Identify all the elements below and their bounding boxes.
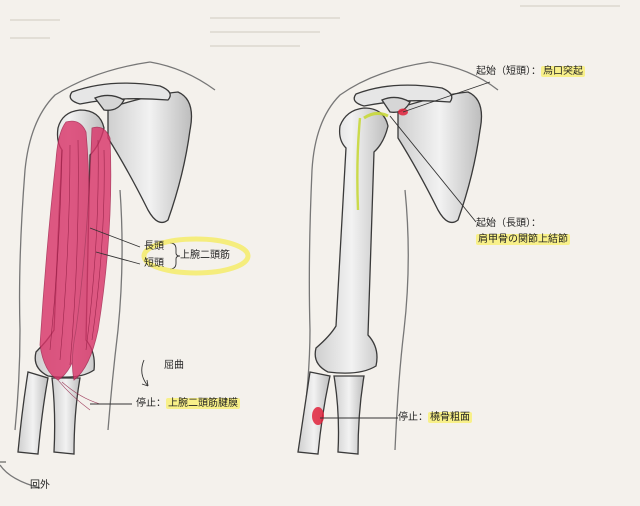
origin-long-head-value-wrap: 肩甲骨の関節上結節 — [476, 234, 570, 246]
left-insertion-label: 停止：上腕二頭筋腱膜 — [136, 398, 240, 410]
origin-insertion-marks — [312, 108, 408, 425]
left-insertion-value: 上腕二頭筋腱膜 — [166, 398, 240, 409]
muscle-label-highlight — [141, 236, 251, 276]
right-leader-lines — [320, 81, 491, 419]
right-insertion-label: 停止：橈骨粗面 — [398, 412, 472, 424]
muscle-name-label: 上腕二頭筋 — [180, 250, 230, 261]
right-scapula — [353, 84, 483, 224]
origin-long-head-prefix: 起始（長頭）： — [476, 218, 541, 229]
flexion-label: 屈曲 — [164, 360, 184, 371]
long-head-label: 長頭 — [144, 241, 164, 252]
short-head-label: 短頭 — [144, 258, 164, 269]
origin-short-head-label: 起始（短頭）：烏口突起 — [476, 66, 585, 78]
left-biceps-muscle — [39, 120, 112, 381]
left-insertion-prefix: 停止： — [136, 398, 166, 409]
background-text-ghost — [10, 5, 620, 47]
right-insertion-prefix: 停止： — [398, 412, 428, 423]
origin-long-head-value: 肩甲骨の関節上結節 — [476, 234, 570, 245]
supination-label: 回外 — [30, 480, 50, 491]
origin-short-head-prefix: 起始（短頭）： — [476, 66, 541, 77]
left-leader-lines — [0, 227, 181, 463]
origin-short-head-value: 烏口突起 — [541, 66, 585, 77]
right-humerus — [297, 107, 389, 455]
right-body-outline — [299, 61, 499, 451]
left-biceps-fibers — [49, 139, 105, 411]
right-insertion-value: 橈骨粗面 — [428, 412, 472, 423]
left-body-outline — [0, 61, 216, 489]
left-scapula — [69, 82, 193, 224]
